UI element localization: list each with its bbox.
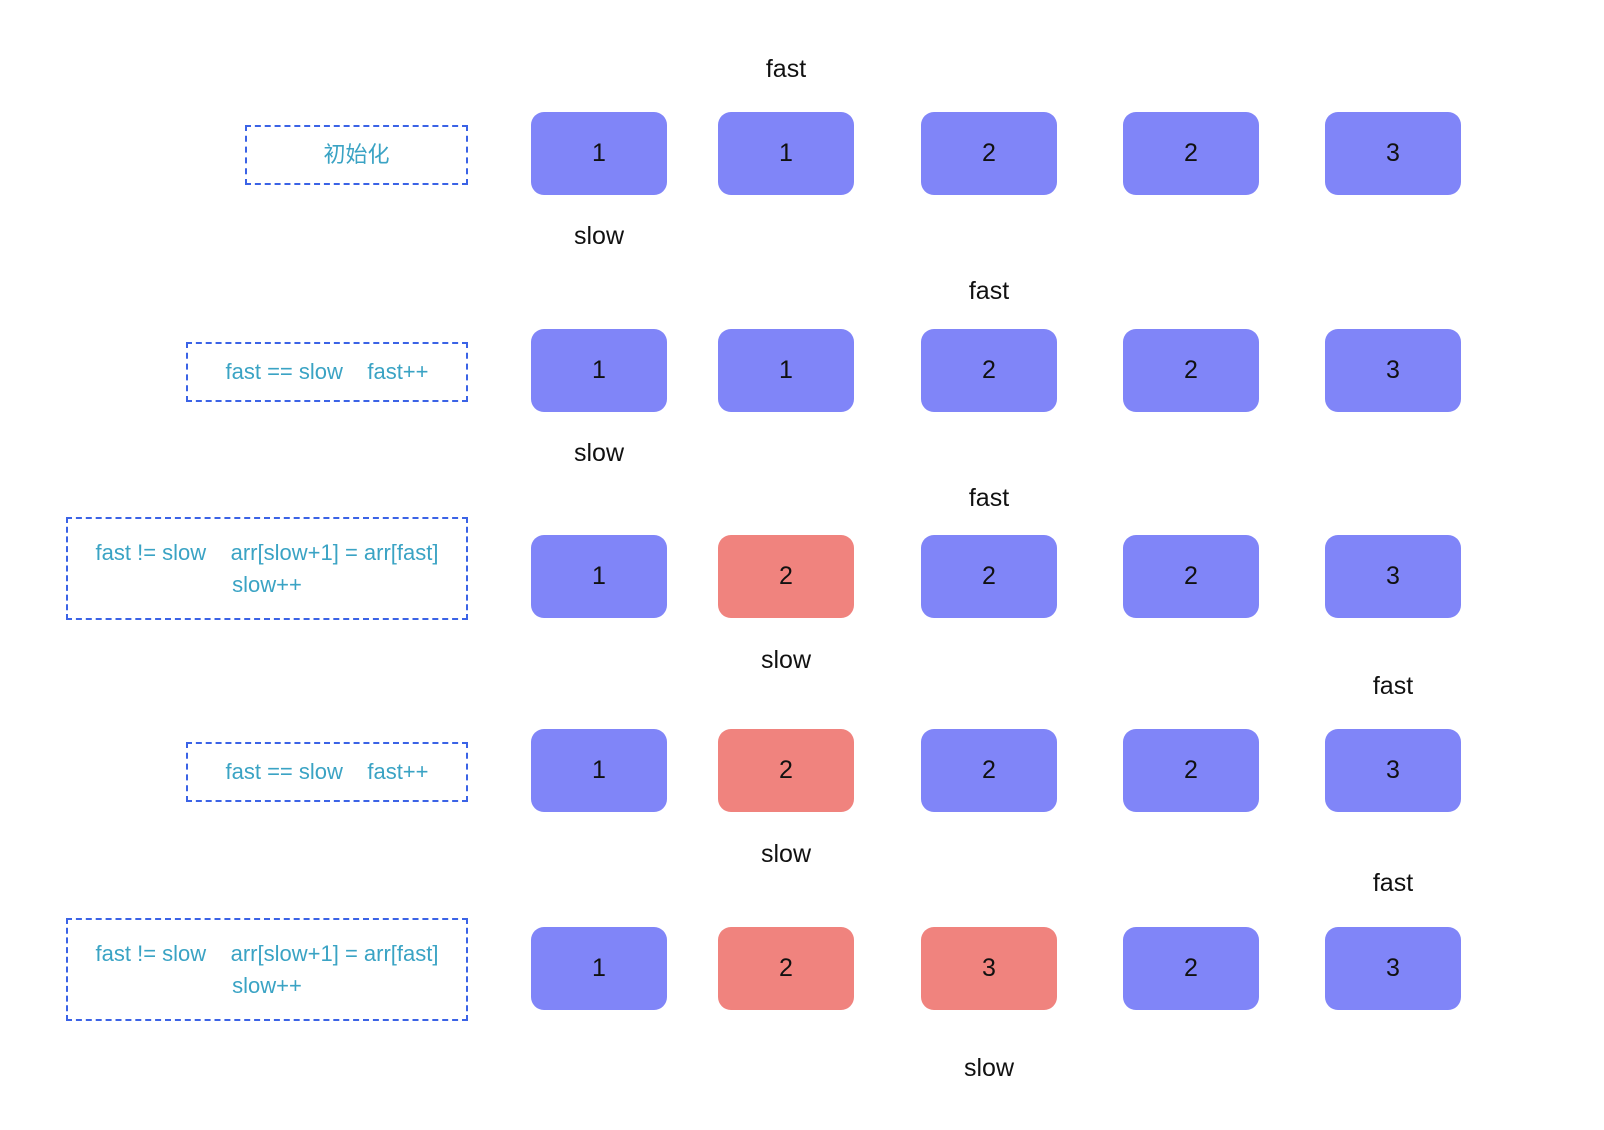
- array-cell: 3: [1325, 112, 1461, 195]
- step-description-line: fast == slow fast++: [225, 359, 429, 384]
- array-cell: 3: [1325, 729, 1461, 812]
- array-cell: 3: [1325, 329, 1461, 412]
- step-description-line: 初始化: [323, 142, 390, 167]
- slow-pointer-label: slow: [760, 646, 811, 674]
- array-cell: 2: [921, 535, 1057, 618]
- slow-pointer-label: slow: [573, 439, 624, 467]
- array-cell: 3: [921, 927, 1057, 1010]
- array-cell: 1: [531, 729, 667, 812]
- step-description-line: fast == slow fast++: [225, 759, 429, 784]
- slow-pointer-label: slow: [963, 1054, 1014, 1082]
- array-cell: 2: [1123, 112, 1259, 195]
- array-cell: 1: [718, 112, 854, 195]
- fast-pointer-label: fast: [765, 55, 807, 83]
- step-description-line: slow++: [232, 972, 302, 998]
- fast-pointer-label: fast: [968, 484, 1010, 512]
- array-cell: 1: [531, 927, 667, 1010]
- array-cell: 1: [531, 329, 667, 412]
- array-cell: 3: [1325, 927, 1461, 1010]
- step-description-box: fast == slow fast++: [186, 342, 468, 402]
- step-description-box: fast != slow arr[slow+1] = arr[fast] slow…: [66, 517, 468, 620]
- step-description-line: slow++: [232, 571, 302, 597]
- array-cell: 1: [531, 535, 667, 618]
- fast-pointer-label: fast: [1372, 672, 1414, 700]
- array-cell: 3: [1325, 535, 1461, 618]
- array-cell: 2: [921, 112, 1057, 195]
- array-cell: 1: [531, 112, 667, 195]
- array-cell: 2: [1123, 535, 1259, 618]
- fast-pointer-label: fast: [968, 277, 1010, 305]
- slow-pointer-label: slow: [760, 840, 811, 868]
- step-description-line: fast != slow arr[slow+1] = arr[fast]: [95, 940, 439, 966]
- array-cell: 2: [718, 927, 854, 1010]
- array-cell: 2: [1123, 729, 1259, 812]
- array-cell: 2: [921, 329, 1057, 412]
- fast-pointer-label: fast: [1372, 869, 1414, 897]
- slow-pointer-label: slow: [573, 222, 624, 250]
- array-cell: 1: [718, 329, 854, 412]
- array-cell: 2: [1123, 329, 1259, 412]
- step-description-line: fast != slow arr[slow+1] = arr[fast]: [95, 539, 439, 565]
- array-cell: 2: [718, 535, 854, 618]
- array-cell: 2: [921, 729, 1057, 812]
- step-description-box: 初始化: [245, 125, 468, 185]
- array-cell: 2: [718, 729, 854, 812]
- step-description-box: fast == slow fast++: [186, 742, 468, 802]
- step-description-box: fast != slow arr[slow+1] = arr[fast] slow…: [66, 918, 468, 1021]
- array-cell: 2: [1123, 927, 1259, 1010]
